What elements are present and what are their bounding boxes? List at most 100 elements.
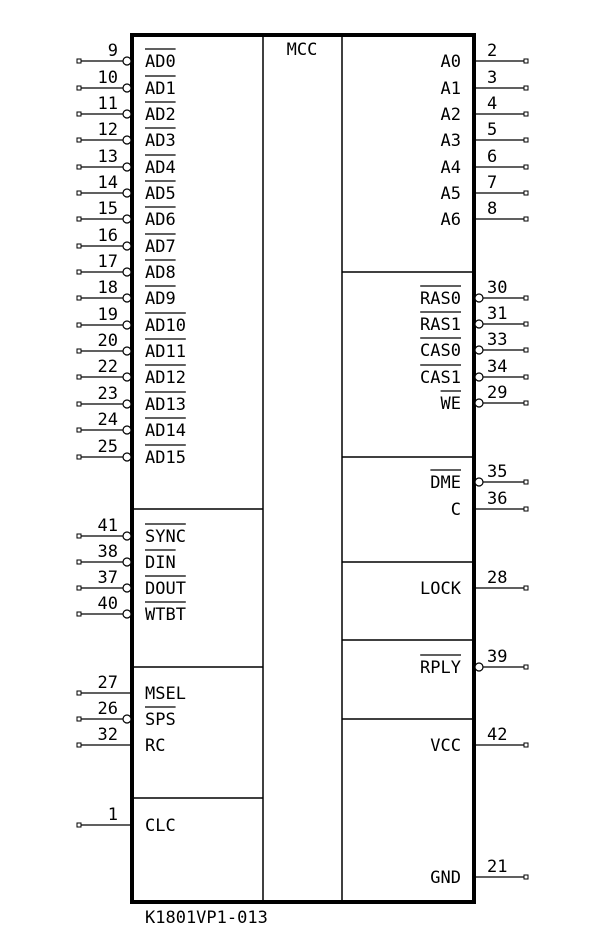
pin-label: AD8 [145, 263, 176, 283]
pin-label: RC [145, 736, 165, 756]
pin-terminal-icon[interactable] [523, 58, 529, 64]
pin-number: 28 [487, 568, 507, 588]
pin-terminal-icon[interactable] [523, 506, 529, 512]
pin-terminal-icon[interactable] [76, 348, 82, 354]
pin-terminal-icon[interactable] [76, 716, 82, 722]
pin-terminal-icon[interactable] [76, 427, 82, 433]
inversion-bubble-icon [122, 188, 132, 198]
pin-terminal-icon[interactable] [76, 111, 82, 117]
pin-terminal-icon[interactable] [523, 400, 529, 406]
pin-number: 10 [98, 68, 118, 88]
pin-terminal-icon[interactable] [76, 559, 82, 565]
pin-label: A6 [441, 210, 461, 230]
pin-label: VCC [430, 736, 461, 756]
pin-terminal-icon[interactable] [523, 137, 529, 143]
pin-number: 5 [487, 120, 497, 140]
pin-terminal-icon[interactable] [523, 295, 529, 301]
pin-terminal-icon[interactable] [523, 85, 529, 91]
pin-terminal-icon[interactable] [76, 742, 82, 748]
pin-terminal-icon[interactable] [523, 874, 529, 880]
pin-terminal-icon[interactable] [523, 111, 529, 117]
pin-terminal-icon[interactable] [523, 190, 529, 196]
pin-terminal-icon[interactable] [76, 822, 82, 828]
pin-a4: 6A4 [441, 147, 529, 178]
pin-terminal-icon[interactable] [76, 190, 82, 196]
pin-terminal-icon[interactable] [76, 85, 82, 91]
pin-number: 32 [98, 725, 118, 745]
pin-label: CAS1 [420, 368, 461, 388]
pin-number: 13 [98, 147, 118, 167]
pin-number: 42 [487, 725, 507, 745]
pin-a1: 3A1 [441, 68, 529, 99]
pin-number: 3 [487, 68, 497, 88]
pin-label: AD9 [145, 289, 176, 309]
pin-label: WTBT [145, 605, 186, 625]
pin-number: 26 [98, 699, 118, 719]
pin-label: AD1 [145, 79, 176, 99]
pin-number: 12 [98, 120, 118, 140]
inversion-bubble-icon [122, 135, 132, 145]
pin-terminal-icon[interactable] [76, 269, 82, 275]
pin-number: 37 [98, 568, 118, 588]
pin-a0: 2A0 [441, 41, 529, 72]
pin-label: DIN [145, 553, 176, 573]
pin-label: RAS0 [420, 289, 461, 309]
pin-terminal-icon[interactable] [76, 454, 82, 460]
pin-terminal-icon[interactable] [76, 374, 82, 380]
pin-terminal-icon[interactable] [76, 137, 82, 143]
pin-terminal-icon[interactable] [76, 216, 82, 222]
pin-label: A0 [441, 52, 461, 72]
pin-terminal-icon[interactable] [523, 479, 529, 485]
pin-a5: 7A5 [441, 173, 529, 204]
pin-terminal-icon[interactable] [76, 585, 82, 591]
inversion-bubble-icon [122, 320, 132, 330]
pin-terminal-icon[interactable] [76, 58, 82, 64]
pin-terminal-icon[interactable] [76, 533, 82, 539]
pin-label: AD10 [145, 316, 186, 336]
inversion-bubble-icon [474, 372, 484, 382]
pin-terminal-icon[interactable] [523, 742, 529, 748]
pin-terminal-icon[interactable] [523, 216, 529, 222]
pin-terminal-icon[interactable] [76, 611, 82, 617]
pin-terminal-icon[interactable] [523, 347, 529, 353]
pin-terminal-icon[interactable] [523, 164, 529, 170]
pin-terminal-icon[interactable] [76, 401, 82, 407]
pin-terminal-icon[interactable] [523, 664, 529, 670]
pin-terminal-icon[interactable] [523, 585, 529, 591]
pin-terminal-icon[interactable] [76, 295, 82, 301]
pin-number: 15 [98, 199, 118, 219]
pin-terminal-icon[interactable] [523, 321, 529, 327]
pin-label: AD4 [145, 158, 176, 178]
pin-number: 30 [487, 278, 507, 298]
pin-terminal-icon[interactable] [76, 164, 82, 170]
pin-terminal-icon[interactable] [76, 243, 82, 249]
pin-terminal-icon[interactable] [76, 690, 82, 696]
pin-terminal-icon[interactable] [76, 322, 82, 328]
pin-a6: 8A6 [441, 199, 529, 230]
pin-number: 8 [487, 199, 497, 219]
pin-number: 19 [98, 305, 118, 325]
pin-terminal-icon[interactable] [523, 374, 529, 380]
inversion-bubble-icon [122, 83, 132, 93]
pin-label: CLC [145, 816, 176, 836]
